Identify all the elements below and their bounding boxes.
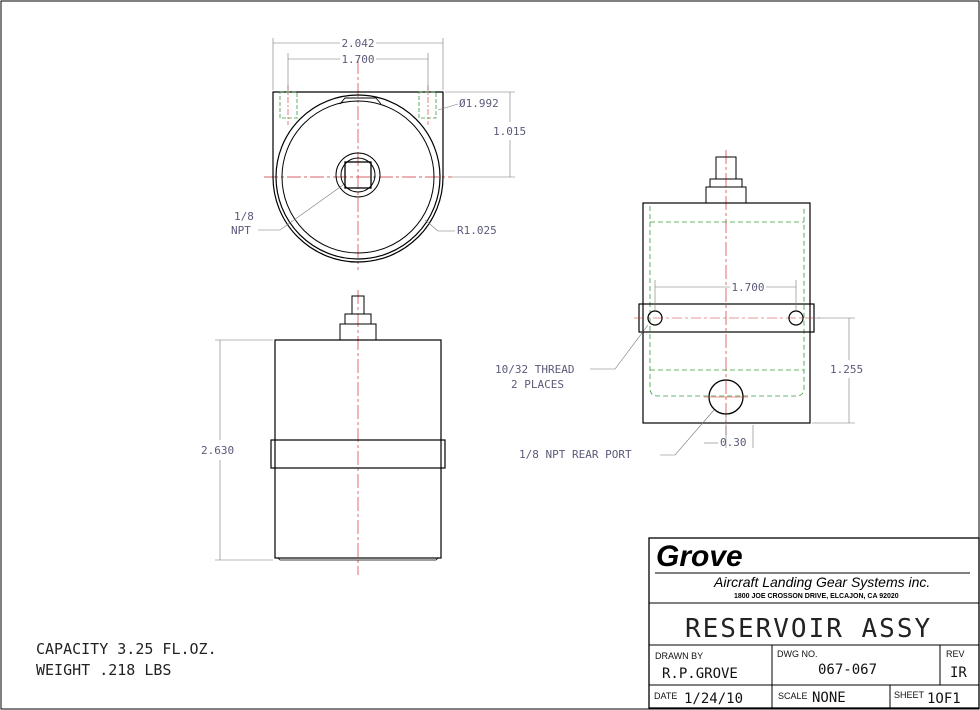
dim-radius: R1.025 [457, 224, 497, 237]
company-logo-text: Grove [656, 540, 743, 573]
dwg-no-label: DWG NO. [777, 649, 818, 659]
side-view: 1.700 10/32 THREAD 2 PLACES 1.255 0.30 1… [495, 150, 863, 461]
label-thread: 10/32 THREAD [495, 363, 574, 376]
title-block: Grove Aircraft Landing Gear Systems inc.… [648, 537, 980, 709]
thread-hole-left [647, 310, 663, 326]
dim-port-offset: 0.30 [720, 436, 747, 449]
thread-hole-right [788, 310, 804, 326]
dim-overall-width: 2.042 [341, 37, 374, 50]
notes: CAPACITY 3.25 FL.OZ. WEIGHT .218 LBS [36, 640, 217, 679]
company-subtitle: Aircraft Landing Gear Systems inc. [713, 574, 930, 590]
dim-hole-spacing: 1.700 [731, 281, 764, 294]
sheet-value: 1OF1 [927, 691, 961, 707]
top-view: 2.042 1.700 Ø1.992 1.015 1/8 NPT R1.025 [231, 37, 526, 270]
scale-label: SCALE [778, 691, 808, 701]
dim-height: 2.630 [201, 444, 234, 457]
front-view: 2.630 [201, 290, 446, 575]
note-weight: WEIGHT .218 LBS [36, 661, 171, 679]
rev-value: IR [950, 665, 967, 681]
dim-diameter: Ø1.992 [459, 97, 499, 110]
dim-bolt-spacing: 1.700 [341, 53, 374, 66]
reservoir-side-body [642, 202, 811, 424]
date-label: DATE [654, 691, 677, 701]
dim-center-height: 1.015 [493, 125, 526, 138]
sheet-label: SHEET [894, 690, 925, 700]
company-address: 1800 JOE CROSSON DRIVE, ELCAJON, CA 9202… [734, 593, 899, 600]
drawing-title: RESERVOIR ASSY [685, 614, 932, 644]
drawn-by-value: R.P.GROVE [662, 666, 738, 682]
label-thread-places: 2 PLACES [511, 378, 564, 391]
label-rear-port: 1/8 NPT REAR PORT [519, 448, 632, 461]
rev-label: REV [946, 649, 965, 659]
label-port-1-8: 1/8 [234, 210, 254, 223]
date-value: 1/24/10 [684, 691, 743, 707]
label-port-npt: NPT [231, 224, 251, 237]
note-capacity: CAPACITY 3.25 FL.OZ. [36, 640, 217, 658]
drawn-by-label: DRAWN BY [655, 651, 703, 661]
scale-value: NONE [812, 690, 846, 706]
dwg-no-value: 067-067 [818, 662, 877, 678]
dim-port-height: 1.255 [830, 363, 863, 376]
reservoir-top-outline [272, 91, 444, 263]
